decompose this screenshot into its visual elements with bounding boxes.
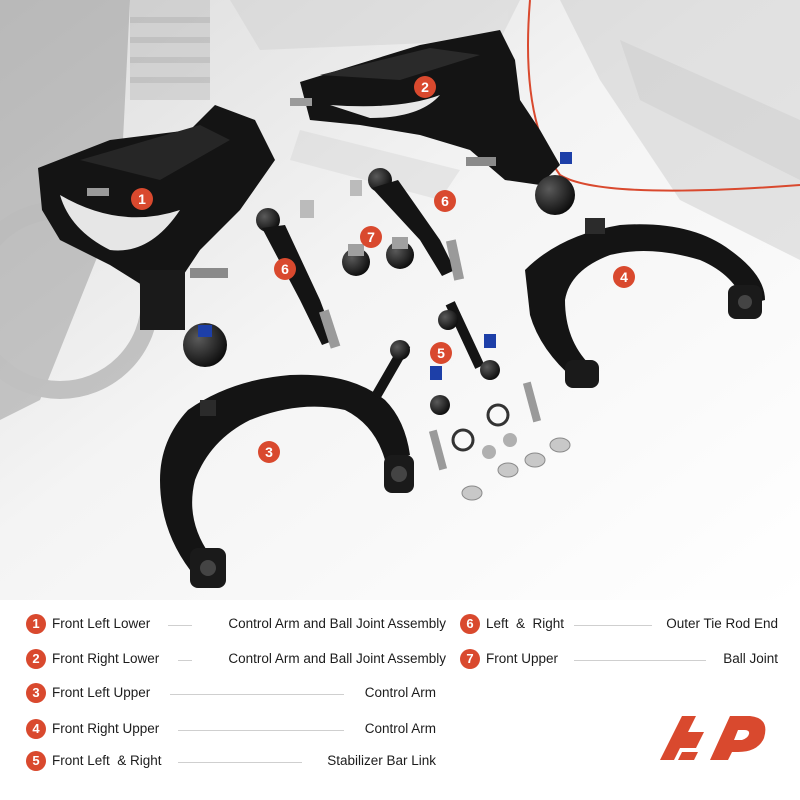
divider <box>170 694 344 695</box>
hardware-kit <box>428 381 571 501</box>
parts-photo <box>0 0 800 600</box>
legend-number: 4 <box>26 719 46 739</box>
front-left-lower-control-arm <box>38 105 275 367</box>
outer-tie-rod-end-left <box>256 200 341 349</box>
callout-6-right: 6 <box>434 190 456 212</box>
callout-4: 4 <box>613 266 635 288</box>
legend-item-3: 3 Front Left Upper Control Arm <box>26 683 436 705</box>
legend-number: 2 <box>26 649 46 669</box>
front-left-upper-control-arm <box>160 374 414 588</box>
legend-item-5: 5 Front Left & Right Stabilizer Bar Link <box>26 751 436 773</box>
callout-7: 7 <box>360 226 382 248</box>
legend-item-6: 6 Left & Right Outer Tie Rod End <box>460 614 778 636</box>
legend-desc: Stabilizer Bar Link <box>327 753 436 768</box>
callout-5: 5 <box>430 342 452 364</box>
legend-part: Front Left & Right <box>52 753 162 768</box>
legend-part: Front Left Lower <box>52 616 151 631</box>
legend-number: 7 <box>460 649 480 669</box>
front-right-upper-control-arm <box>525 218 765 388</box>
legend-number: 3 <box>26 683 46 703</box>
legend-desc: Control Arm <box>364 685 436 700</box>
divider <box>574 660 706 661</box>
legend-desc: Outer Tie Rod End <box>666 616 778 631</box>
legend-number: 6 <box>460 614 480 634</box>
divider <box>178 730 344 731</box>
legend-item-2: 2 Front Right Lower Control Arm and Ball… <box>26 649 446 671</box>
legend-part: Front Right Upper <box>52 721 160 736</box>
accent-curve <box>527 0 800 192</box>
legend-desc: Ball Joint <box>723 651 778 666</box>
callout-6-left: 6 <box>274 258 296 280</box>
divider <box>178 762 302 763</box>
legend-part: Front Upper <box>486 651 559 666</box>
callout-1: 1 <box>131 188 153 210</box>
legend-part: Front Left Upper <box>52 685 151 700</box>
a-premium-logo <box>660 716 766 760</box>
legend-item-4: 4 Front Right Upper Control Arm <box>26 719 436 741</box>
outer-tie-rod-end-right <box>350 168 465 281</box>
callout-2: 2 <box>414 76 436 98</box>
legend-number: 5 <box>26 751 46 771</box>
legend-number: 1 <box>26 614 46 634</box>
legend-desc: Control Arm <box>364 721 436 736</box>
divider <box>168 625 192 626</box>
upper-ball-joints <box>342 237 414 276</box>
legend-desc: Control Arm and Ball Joint Assembly <box>228 616 446 631</box>
divider <box>178 660 192 661</box>
parts-legend: 1 Front Left Lower Control Arm and Ball … <box>0 600 800 800</box>
stabilizer-bar-links <box>371 301 500 415</box>
legend-part: Front Right Lower <box>52 651 160 666</box>
legend-part: Left & Right <box>486 616 565 631</box>
callout-3: 3 <box>258 441 280 463</box>
front-right-lower-control-arm <box>290 30 575 215</box>
legend-item-1: 1 Front Left Lower Control Arm and Ball … <box>26 614 446 636</box>
legend-item-7: 7 Front Upper Ball Joint <box>460 649 778 671</box>
legend-desc: Control Arm and Ball Joint Assembly <box>228 651 446 666</box>
divider <box>574 625 652 626</box>
